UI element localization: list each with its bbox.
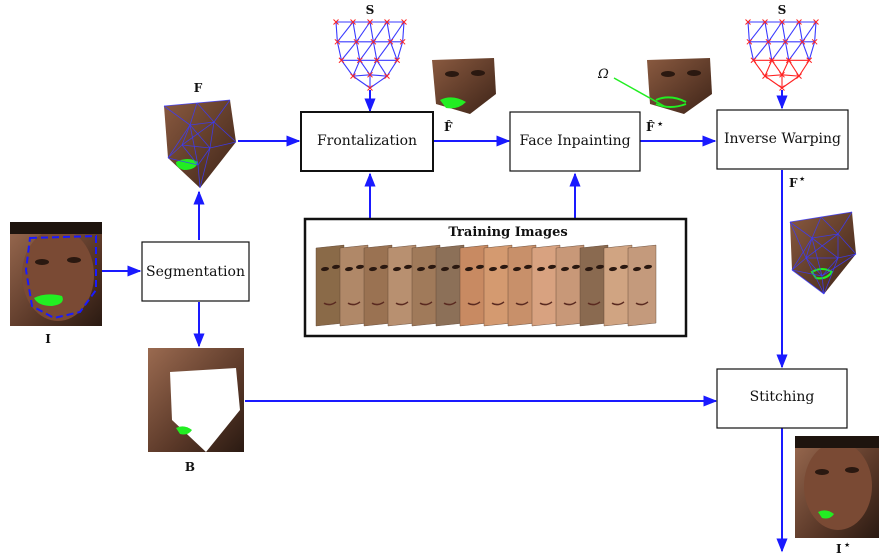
warped-face-mesh — [789, 211, 857, 295]
background-image — [148, 348, 244, 452]
warped-face — [789, 211, 857, 295]
segmentation-box: Segmentation — [141, 241, 250, 302]
shape-model-right — [745, 19, 819, 91]
svg-text:⋆: ⋆ — [799, 174, 805, 185]
input-label: I — [45, 332, 51, 346]
frontal-label: F̂ — [444, 119, 453, 134]
svg-text:⋆: ⋆ — [844, 540, 850, 551]
shape-model-left — [333, 19, 407, 91]
inpainted-face — [647, 58, 712, 114]
output-label: I ⋆ — [836, 540, 850, 556]
frontalization-label: Frontalization — [317, 133, 417, 149]
svg-text:⋆: ⋆ — [657, 119, 663, 130]
output-image — [795, 436, 879, 538]
svg-text:I: I — [836, 542, 842, 556]
warped-label: F ⋆ — [789, 174, 805, 190]
face-mesh — [163, 99, 237, 189]
stitching-box: Stitching — [716, 368, 848, 429]
face-inpainting-box: Face Inpainting — [509, 111, 641, 172]
stitching-label: Stitching — [750, 389, 815, 405]
training-image-strip — [315, 244, 657, 327]
svg-text:F̂: F̂ — [444, 119, 453, 134]
svg-text:F: F — [789, 176, 798, 190]
omega-pointer — [613, 77, 665, 107]
segmentation-label: Segmentation — [146, 264, 245, 280]
background-label: B — [185, 460, 195, 474]
input-image — [10, 222, 102, 326]
shape-label-right: S — [778, 3, 787, 17]
frontalized-face — [432, 58, 496, 114]
face-inpainting-label: Face Inpainting — [519, 133, 630, 149]
training-images-title: Training Images — [448, 225, 567, 240]
frontal-inpainted-label: F̂ ⋆ — [646, 119, 663, 134]
face-image — [163, 99, 237, 189]
omega-label: Ω — [597, 67, 609, 82]
inverse-warping-box: Inverse Warping — [716, 109, 849, 170]
face-label: F — [194, 81, 203, 95]
inverse-warping-label: Inverse Warping — [724, 131, 841, 147]
training-images-panel: Training Images — [303, 217, 688, 338]
svg-text:F̂: F̂ — [646, 119, 655, 134]
shape-label-left: S — [366, 3, 375, 17]
flow-arrows — [102, 90, 788, 553]
frontalization-box: Frontalization — [300, 111, 434, 172]
